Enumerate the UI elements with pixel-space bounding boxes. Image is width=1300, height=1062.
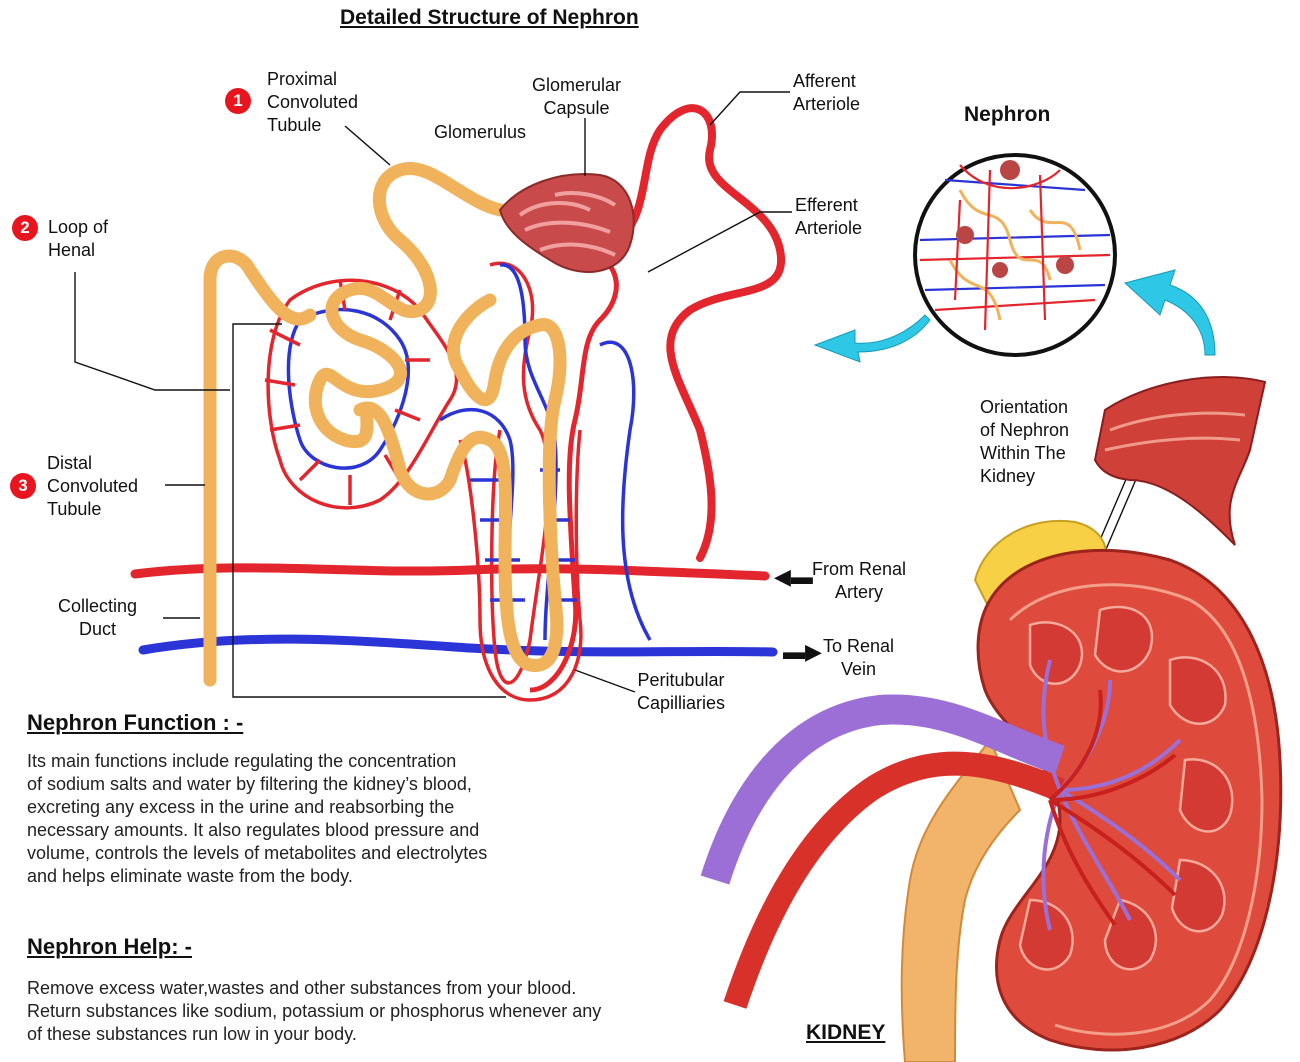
renal-artery	[130, 563, 770, 581]
arrow-right-icon: ▬▶	[783, 639, 822, 664]
help-text: Remove excess water,wastes and other sub…	[27, 978, 602, 1044]
label-peritubular-capillaries: Peritubular Capilliaries	[637, 670, 726, 713]
label-nephron-inset: Nephron	[964, 103, 1051, 126]
label-orientation: Orientation of Nephron Within The Kidney	[980, 397, 1070, 486]
efferent-arteriole	[529, 237, 619, 693]
help-heading: Nephron Help: -	[27, 934, 192, 959]
leader-lines	[74, 91, 1141, 698]
badge-3: 3	[10, 473, 36, 499]
glomerulus	[498, 173, 635, 273]
arrow-left-icon: ◀▬	[774, 564, 813, 589]
label-distal-convoluted-tubule: Distal Convoluted Tubule	[47, 453, 139, 519]
afferent-arteriole	[556, 104, 786, 562]
renal-vein	[138, 634, 778, 657]
label-glomerulus: Glomerulus	[434, 122, 527, 142]
label-afferent-arteriole: Afferent Arteriole	[793, 71, 861, 114]
label-collecting-duct: Collecting Duct	[58, 596, 138, 639]
label-loop-of-henal: Loop of Henal	[48, 217, 109, 260]
label-proximal-convoluted-tubule: Proximal Convoluted Tubule	[267, 69, 359, 135]
badge-2: 2	[12, 215, 38, 241]
label-efferent-arteriole: Efferent Arteriole	[795, 195, 863, 238]
cyan-curved-arrow-icon	[813, 269, 1216, 363]
nephron-inset	[913, 153, 1117, 357]
page-title: Detailed Structure of Nephron	[340, 6, 639, 29]
function-heading: Nephron Function : -	[27, 710, 244, 735]
kidney-illustration	[700, 519, 1283, 1062]
label-from-renal-artery: From Renal Artery	[812, 559, 907, 602]
kidney-wedge	[1093, 376, 1267, 546]
label-glomerular-capsule: Glomerular Capsule	[532, 75, 622, 118]
label-to-renal-vein: To Renal Vein	[823, 636, 895, 679]
function-text: Its main functions include regulating th…	[27, 751, 488, 886]
nephron-tubule	[203, 162, 567, 687]
label-kidney: KIDNEY	[806, 1021, 886, 1044]
badge-1: 1	[225, 88, 251, 114]
